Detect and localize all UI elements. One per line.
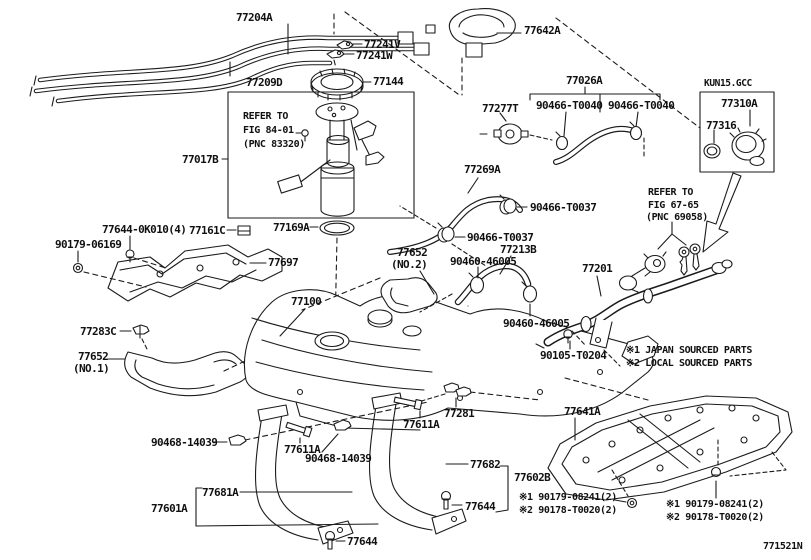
fastener-note-right-1: ※1 90179-08241(2) xyxy=(666,499,764,510)
clip-77283c-icon xyxy=(119,324,150,352)
part-label-90460-46005-a[interactable]: 90460-46005 xyxy=(450,255,517,268)
part-label-77100[interactable]: 77100 xyxy=(291,295,322,308)
part-label-77241w[interactable]: 77241W xyxy=(356,49,393,62)
refer-note-fig67-line3: (PNC 69058) xyxy=(646,212,708,223)
tank-band-b xyxy=(368,392,467,535)
part-label-77281[interactable]: 77281 xyxy=(444,407,475,420)
part-label-77017b[interactable]: 77017B xyxy=(182,153,219,166)
tank-bracket-77697 xyxy=(72,225,283,302)
part-label-90179-06169[interactable]: 90179-06169 xyxy=(55,238,122,251)
clip-77241w-icon xyxy=(326,49,355,59)
bolt-77611a-left-icon xyxy=(285,421,313,444)
fastener-note-left-2: ※2 90178-T0020(2) xyxy=(519,505,617,516)
refer-note-fig67-line1: REFER TO xyxy=(648,187,693,198)
part-label-77144[interactable]: 77144 xyxy=(373,75,404,88)
note-local-sourced: ※2 LOCAL SOURCED PARTS xyxy=(626,358,753,369)
tank-band-a xyxy=(254,404,354,545)
hose-77213b xyxy=(419,255,538,317)
part-label-77652-no1-sub: (NO.1) xyxy=(73,362,110,375)
part-label-77697[interactable]: 77697 xyxy=(268,256,299,269)
skid-plate-77641a xyxy=(547,377,793,501)
part-label-77681a[interactable]: 77681A xyxy=(202,486,239,499)
part-label-77213b[interactable]: 77213B xyxy=(500,243,537,256)
part-label-77241v[interactable]: 77241V xyxy=(364,38,401,51)
bolt-77644a-icon xyxy=(324,530,346,550)
part-label-90460-46005-b[interactable]: 90460-46005 xyxy=(503,317,570,330)
part-label-77602b[interactable]: 77602B xyxy=(514,471,551,484)
fuel-tube-drawing xyxy=(29,23,436,107)
refer-note-fig84-line3: (PNC 83320) xyxy=(243,139,305,150)
part-label-77283c[interactable]: 77283C xyxy=(80,325,117,338)
part-label-77641a[interactable]: 77641A xyxy=(564,405,601,418)
skid-plate-fasteners xyxy=(611,439,787,509)
bolt-77611a-right-icon xyxy=(393,396,423,419)
part-label-90466-t0040-a[interactable]: 90466-T0040 xyxy=(536,99,603,112)
part-label-77652-no2[interactable]: 77652 xyxy=(397,246,428,259)
refer-note-fig84-line2: FIG 84-01 xyxy=(243,125,294,136)
clip-90468b-icon xyxy=(321,419,352,453)
fastener-note-right-2: ※2 90178-T0020(2) xyxy=(666,512,764,523)
part-label-90105-t0204[interactable]: 90105-T0204 xyxy=(540,349,607,362)
clip-90468a-icon xyxy=(213,434,247,446)
part-label-77204a[interactable]: 77204A xyxy=(236,11,273,24)
dashed-guides-top xyxy=(333,11,701,129)
part-label-77316[interactable]: 77316 xyxy=(706,119,737,132)
valve-77277t xyxy=(479,112,553,145)
part-label-77161c[interactable]: 77161C xyxy=(189,224,226,237)
part-label-77601a[interactable]: 77601A xyxy=(151,502,188,515)
fuel-lid-lock-ref xyxy=(618,221,701,293)
bolt-77644b-icon xyxy=(440,490,463,510)
kun-model-code: KUN15.GCC xyxy=(704,78,752,89)
protector-no2-77652 xyxy=(301,270,438,314)
part-label-90466-t0037-a[interactable]: 90466-T0037 xyxy=(530,201,597,214)
part-label-90466-t0037-b[interactable]: 90466-T0037 xyxy=(467,231,534,244)
clamp-90466-t0037b-icon xyxy=(399,205,487,267)
hose-77026a xyxy=(529,86,661,165)
part-label-77269a[interactable]: 77269A xyxy=(464,163,501,176)
part-label-77652-no2-sub: (NO.2) xyxy=(391,258,428,271)
part-label-77611a-right[interactable]: 77611A xyxy=(403,418,440,431)
part-label-77277t[interactable]: 77277T xyxy=(482,102,519,115)
part-label-90468-14039-a[interactable]: 90468-14039 xyxy=(151,436,218,449)
diagram-id: 771521N xyxy=(763,541,803,552)
part-label-77169a[interactable]: 77169A xyxy=(273,221,310,234)
part-label-77611a-left[interactable]: 77611A xyxy=(284,443,321,456)
part-label-77644-b[interactable]: 77644 xyxy=(465,500,496,513)
part-label-77209d[interactable]: 77209D xyxy=(246,76,283,89)
part-label-90466-t0040-b[interactable]: 90466-T0040 xyxy=(608,99,675,112)
clips-77281-icon xyxy=(443,382,472,408)
refer-note-fig84-line1: REFER TO xyxy=(243,111,288,122)
part-label-90468-14039-b[interactable]: 90468-14039 xyxy=(305,452,372,465)
pump-module-box-77017b xyxy=(221,91,415,219)
strap-callout-lines xyxy=(195,391,541,527)
part-label-77026a[interactable]: 77026A xyxy=(566,74,603,87)
clamp-90466-t0037a-icon xyxy=(499,194,528,215)
refer-note-fig67-line2: FIG 67-65 xyxy=(648,200,699,211)
part-label-77310a[interactable]: 77310A xyxy=(721,97,758,110)
fastener-note-left-1: ※1 90179-08241(2) xyxy=(519,492,617,503)
fuel-tank-77100 xyxy=(243,289,659,431)
part-label-77642a[interactable]: 77642A xyxy=(524,24,561,37)
part-label-77652-no1[interactable]: 77652 xyxy=(78,350,109,363)
part-label-77201[interactable]: 77201 xyxy=(582,262,613,275)
part-label-77644-a[interactable]: 77644 xyxy=(347,535,378,548)
kun-inset-box xyxy=(699,91,775,173)
note-japan-sourced: ※1 JAPAN SOURCED PARTS xyxy=(626,345,753,356)
part-label-77682[interactable]: 77682 xyxy=(470,458,501,471)
clip-77241v-icon xyxy=(336,40,363,50)
part-label-77644-0k010[interactable]: 77644-0K010(4) xyxy=(102,223,187,236)
bolt-90105-t0204-icon xyxy=(563,329,573,350)
kun-applicability-arrow xyxy=(702,172,742,253)
retainer-ring-77144 xyxy=(310,68,372,101)
breather-cap-77642a xyxy=(448,8,522,58)
